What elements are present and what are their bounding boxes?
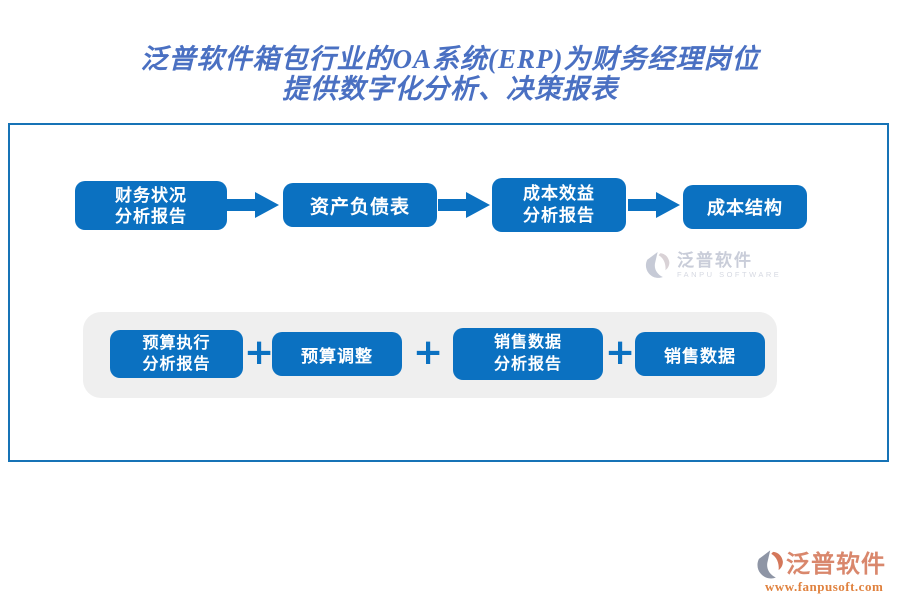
box-label-line: 财务状况 [115, 185, 187, 205]
box-label-line: 资产负债表 [309, 196, 410, 218]
footer-brand-text: 泛普软件 [786, 551, 886, 578]
sum-box-sales-data: 销售数据 [635, 332, 765, 376]
box-label-line: 分析报告 [115, 206, 187, 226]
box-label-line: 销售数据 [493, 334, 562, 351]
box-label-line: 销售数据 [664, 346, 736, 366]
arrow-right-icon [438, 192, 490, 218]
sum-box-budget-execution-report: 预算执行 分析报告 [110, 330, 243, 378]
diagram-frame [8, 123, 889, 462]
arrow-right-icon [227, 192, 279, 218]
flow-box-cost-benefit-report: 成本效益 分析报告 [492, 178, 626, 232]
fanpu-logo-icon [645, 252, 670, 278]
box-label-line: 成本效益 [523, 184, 595, 203]
plus-icon: + [244, 332, 275, 373]
box-label-line: 预算执行 [142, 335, 211, 352]
arrow-right-icon [628, 192, 680, 218]
box-label-line: 预算调整 [301, 346, 373, 366]
fanpu-logo-icon [757, 550, 783, 579]
box-label-line: 分析报告 [523, 206, 595, 225]
watermark: 泛普软件 FANPU SOFTWARE [644, 250, 781, 280]
sum-box-sales-data-report: 销售数据 分析报告 [453, 328, 603, 380]
page-title: 泛普软件箱包行业的OA系统(ERP)为财务经理岗位 提供数字化分析、决策报表 [0, 44, 900, 104]
box-label-line: 分析报告 [493, 356, 562, 373]
plus-icon: + [605, 332, 636, 373]
watermark-subtitle-text: FANPU SOFTWARE [677, 269, 782, 279]
title-line-2: 提供数字化分析、决策报表 [282, 74, 618, 104]
watermark-brand-text: 泛普软件 [677, 250, 753, 270]
footer-url-text: www.fanpusoft.com [765, 579, 884, 594]
flow-box-financial-status-report: 财务状况 分析报告 [75, 181, 227, 230]
flow-box-balance-sheet: 资产负债表 [283, 183, 437, 227]
flow-box-cost-structure: 成本结构 [683, 185, 807, 229]
box-label-line: 成本结构 [707, 198, 783, 218]
title-line-1: 泛普软件箱包行业的OA系统(ERP)为财务经理岗位 [140, 44, 760, 74]
plus-icon: + [413, 332, 444, 373]
box-label-line: 分析报告 [142, 356, 211, 373]
footer-logo: 泛普软件 www.fanpusoft.com [755, 549, 895, 594]
sum-box-budget-adjustment: 预算调整 [272, 332, 402, 376]
